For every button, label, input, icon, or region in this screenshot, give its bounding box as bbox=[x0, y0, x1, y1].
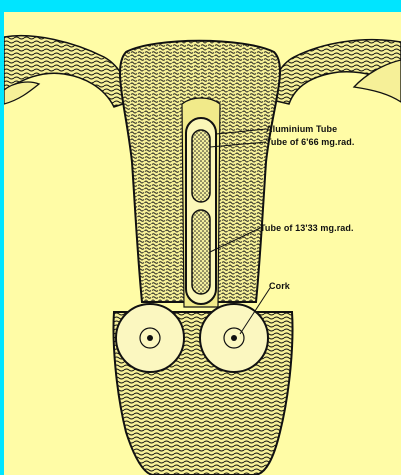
label-cork: Cork bbox=[269, 281, 290, 291]
cork-right-center bbox=[231, 335, 237, 341]
cork-left-center bbox=[147, 335, 153, 341]
radium-tube-lower bbox=[192, 210, 210, 294]
label-tube-large: Tube of 13'33 mg.rad. bbox=[260, 223, 354, 233]
diagram-canvas: Aluminium Tube Tube of 6'66 mg.rad. Tube… bbox=[4, 12, 401, 475]
label-tube-small: Tube of 6'66 mg.rad. bbox=[266, 137, 355, 147]
label-aluminium-tube: Aluminium Tube bbox=[266, 124, 337, 134]
uterus-radium-diagram bbox=[4, 12, 401, 475]
radium-tube-upper bbox=[192, 130, 210, 202]
